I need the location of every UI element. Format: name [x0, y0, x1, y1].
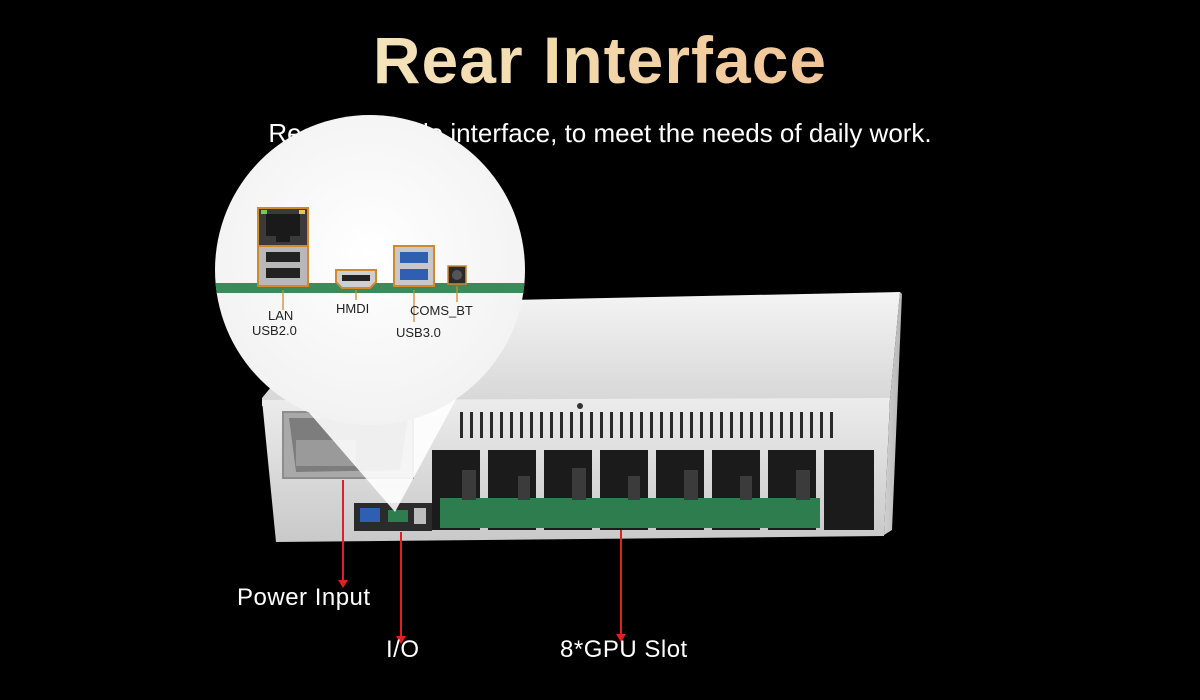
- label-hdmi: HMDI: [336, 301, 370, 316]
- zoom-lens: [215, 115, 525, 425]
- label-coms-bt: COMS_BT: [410, 303, 473, 318]
- label-usb2: USB2.0: [252, 323, 297, 338]
- callout-gpu-slot: 8*GPU Slot: [560, 636, 688, 663]
- callout-io: I/O: [386, 636, 420, 663]
- coms-bt-button: [447, 265, 467, 285]
- io-panel: [354, 503, 432, 531]
- page-title: Rear Interface: [0, 22, 1200, 98]
- usb3-ports: [393, 245, 435, 287]
- rear-vent: [460, 412, 833, 438]
- lan-port: [257, 207, 309, 247]
- callout-power-input: Power Input: [237, 584, 371, 611]
- label-usb3: USB3.0: [396, 325, 441, 340]
- chassis-side: [884, 292, 902, 535]
- pointer-lines: [338, 480, 626, 644]
- usb2-ports: [257, 245, 309, 287]
- gpu-slots: [432, 450, 874, 530]
- label-lan: LAN: [268, 308, 294, 323]
- hdmi-port: [335, 269, 377, 289]
